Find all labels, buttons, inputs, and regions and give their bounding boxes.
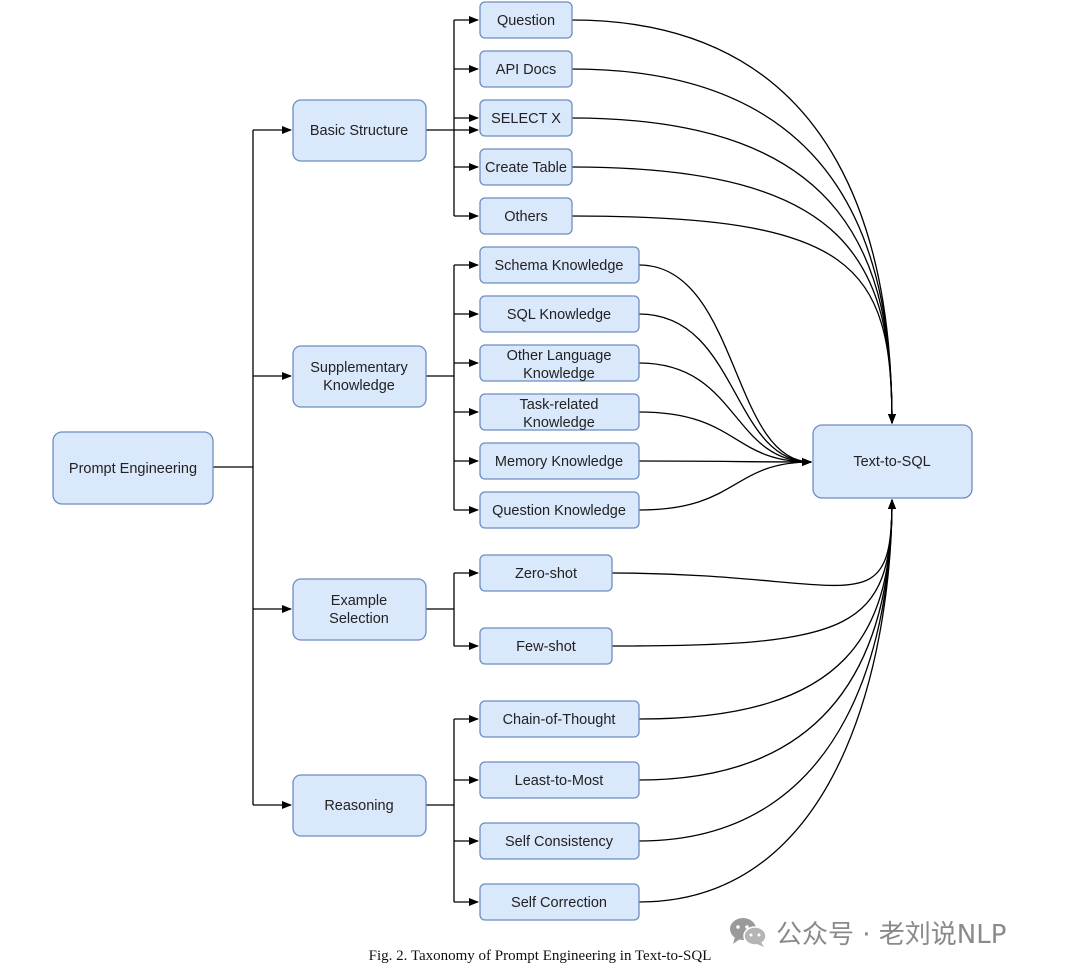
edge-leaf-mid-1: [638, 264, 812, 466]
other-language-line-2: Knowledge: [523, 366, 595, 382]
node-self-consistency: Self Consistency: [479, 822, 640, 860]
edge-leaf-mid-2: [638, 313, 812, 466]
svg-text:Chain-of-Thought: Chain-of-Thought: [503, 712, 616, 728]
watermark: 公众号 · 老刘说NLP: [728, 914, 1006, 950]
node-sql-knowledge: SQL Knowledge: [479, 295, 640, 333]
edges: [213, 16, 896, 906]
node-other-language-knowledge: Other Language Knowledge: [479, 344, 640, 382]
node-task-related-knowledge: Task-related Knowledge: [479, 393, 640, 431]
svg-text:Memory Knowledge: Memory Knowledge: [495, 454, 623, 470]
node-select-x: SELECT X: [479, 99, 573, 137]
edge-leaf-bottom-5: [638, 499, 896, 842]
edge-leaf-mid-3: [638, 362, 812, 466]
edge-leaf-bottom-6: [638, 499, 896, 903]
svg-text:Self Consistency: Self Consistency: [505, 834, 614, 850]
edge-leaf-top-4: [571, 166, 896, 424]
svg-text:Others: Others: [504, 209, 548, 225]
svg-text:API Docs: API Docs: [496, 62, 556, 78]
svg-text:Text-to-SQL: Text-to-SQL: [853, 454, 930, 470]
edge-leaf-mid-4: [638, 411, 812, 466]
supplementary-line-2: Knowledge: [323, 378, 395, 394]
edge-leaf-top-5: [571, 215, 896, 424]
node-chain-of-thought: Chain-of-Thought: [479, 700, 640, 738]
edge-leaf-mid-6: [638, 458, 812, 511]
other-language-line-1: Other Language: [507, 348, 612, 364]
svg-text:Basic Structure: Basic Structure: [310, 123, 408, 139]
node-basic-structure: Basic Structure: [292, 99, 427, 162]
example-line-2: Selection: [329, 611, 389, 627]
edge-leaf-bottom-3: [638, 499, 896, 720]
node-create-table: Create Table: [479, 148, 573, 186]
svg-text:Few-shot: Few-shot: [516, 639, 576, 655]
node-prompt-engineering: Prompt Engineering: [52, 431, 214, 505]
node-few-shot: Few-shot: [479, 627, 613, 665]
svg-text:Zero-shot: Zero-shot: [515, 566, 577, 582]
svg-text:Question Knowledge: Question Knowledge: [492, 503, 626, 519]
node-question-knowledge: Question Knowledge: [479, 491, 640, 529]
nodes: Prompt Engineering Text-to-SQL Basic Str…: [52, 1, 973, 921]
task-related-line-2: Knowledge: [523, 415, 595, 431]
svg-text:Self Correction: Self Correction: [511, 895, 607, 911]
node-text-to-sql: Text-to-SQL: [812, 424, 973, 499]
node-schema-knowledge: Schema Knowledge: [479, 246, 640, 284]
edge-leaf-bottom-1: [611, 499, 896, 587]
example-line-1: Example: [331, 593, 387, 609]
node-example-selection: Example Selection: [292, 578, 427, 641]
svg-text:Prompt Engineering: Prompt Engineering: [69, 461, 197, 477]
node-api-docs: API Docs: [479, 50, 573, 88]
watermark-text: 公众号 · 老刘说NLP: [776, 919, 1007, 950]
svg-text:Least-to-Most: Least-to-Most: [515, 773, 604, 789]
node-supplementary-knowledge: Supplementary Knowledge: [292, 345, 427, 408]
node-others: Others: [479, 197, 573, 235]
svg-text:Reasoning: Reasoning: [324, 798, 393, 814]
figure-caption: Fig. 2. Taxonomy of Prompt Engineering i…: [368, 948, 712, 964]
supplementary-line-1: Supplementary: [310, 360, 408, 376]
node-least-to-most: Least-to-Most: [479, 761, 640, 799]
task-related-line-1: Task-related: [520, 397, 599, 413]
node-self-correction: Self Correction: [479, 883, 640, 921]
node-reasoning: Reasoning: [292, 774, 427, 837]
svg-text:Create Table: Create Table: [485, 160, 567, 176]
edge-leaf-mid-5: [638, 457, 812, 466]
node-memory-knowledge: Memory Knowledge: [479, 442, 640, 480]
svg-text:SQL Knowledge: SQL Knowledge: [507, 307, 611, 323]
wechat-icon: [730, 918, 767, 947]
node-question: Question: [479, 1, 573, 39]
svg-text:Schema Knowledge: Schema Knowledge: [495, 258, 624, 274]
svg-text:Question: Question: [497, 13, 555, 29]
svg-text:SELECT X: SELECT X: [491, 111, 561, 127]
node-zero-shot: Zero-shot: [479, 554, 613, 592]
